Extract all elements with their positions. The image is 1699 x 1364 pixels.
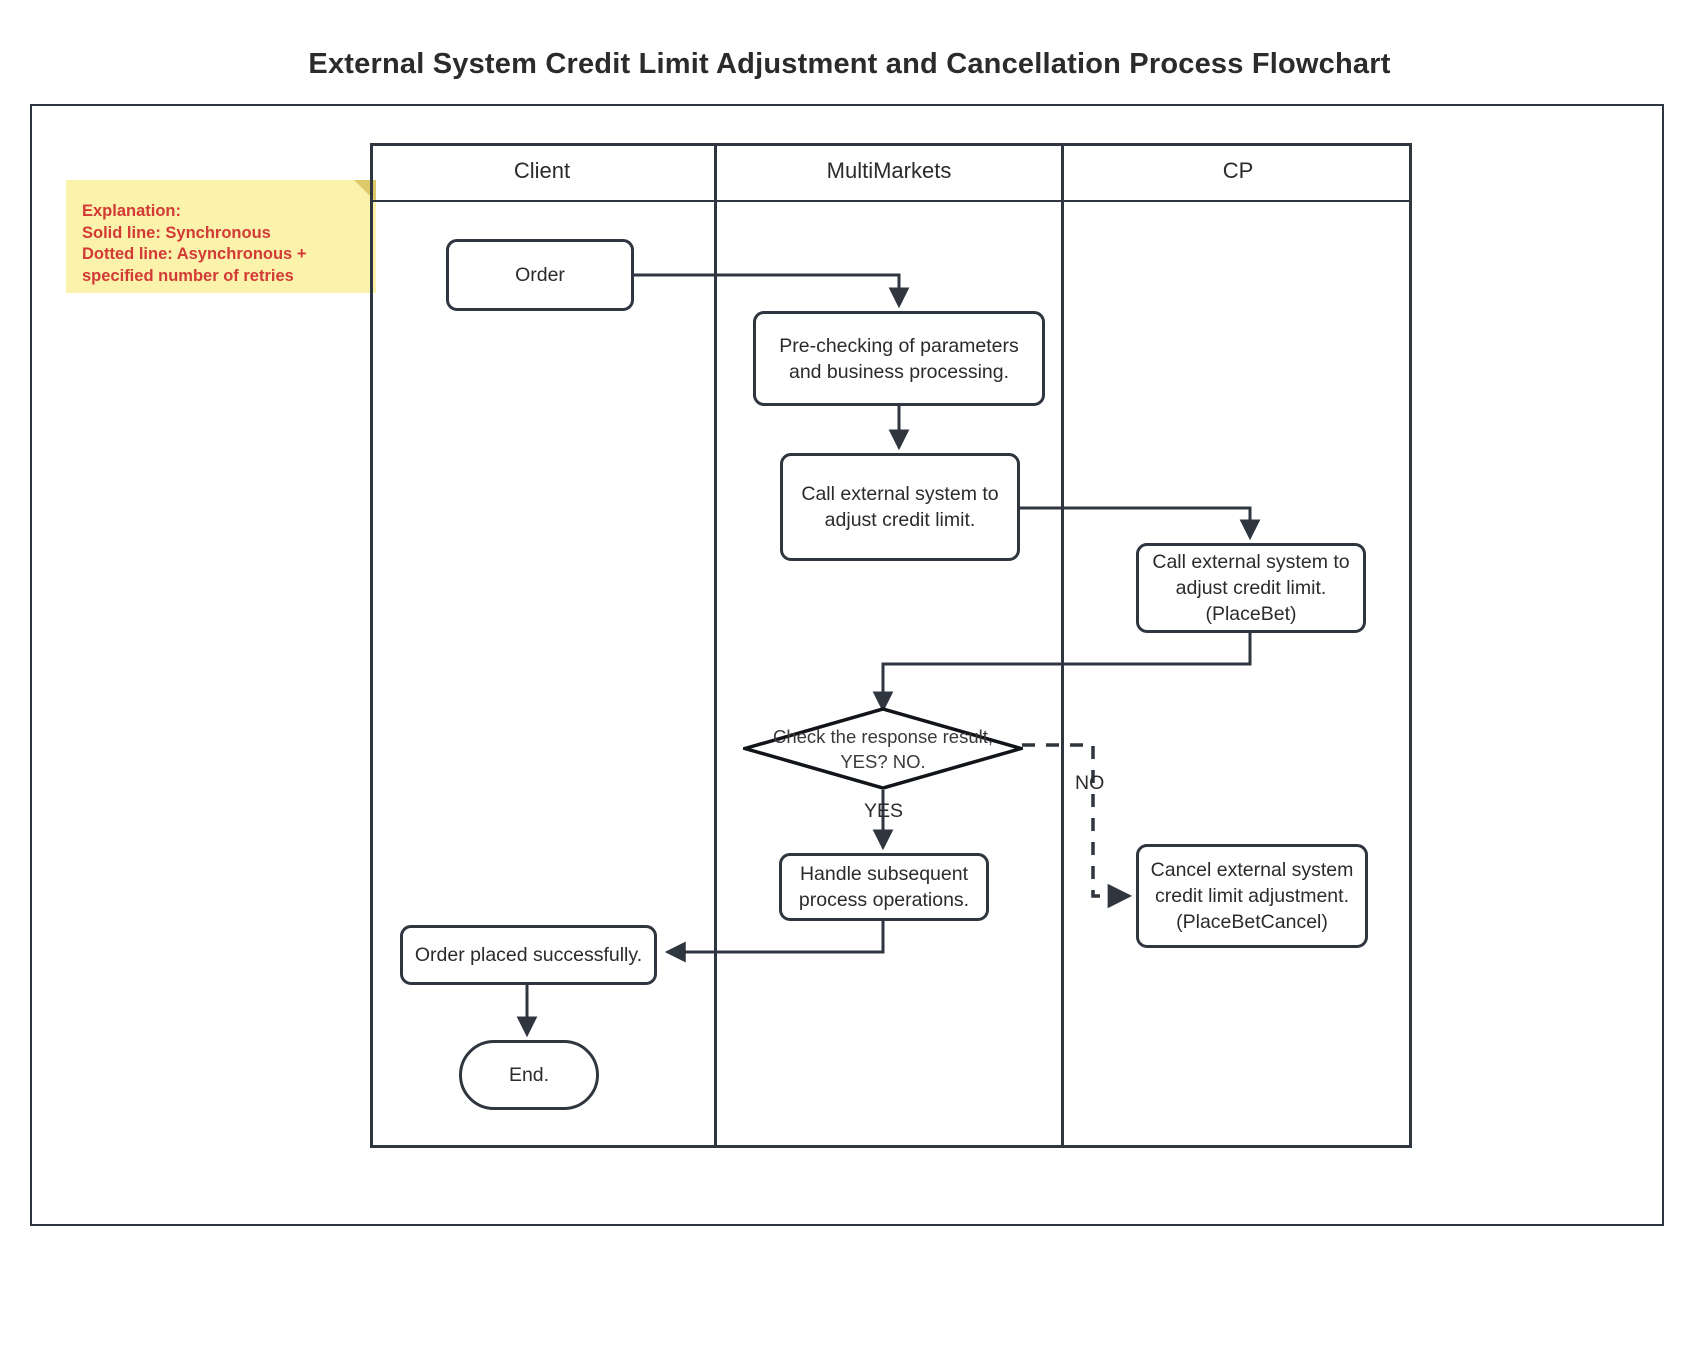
decision-diamond-shape — [743, 707, 1023, 790]
note-line-dotted: Dotted line: Asynchronous + specified nu… — [82, 245, 307, 285]
lane-header-multimarkets: MultiMarkets — [826, 158, 952, 183]
explanation-note: Explanation: Solid line: Synchronous Dot… — [66, 180, 376, 293]
lane-divider-client-multimarkets — [714, 143, 717, 1148]
page-title: External System Credit Limit Adjustment … — [308, 48, 1391, 80]
node-order[interactable]: Order — [446, 239, 634, 311]
lane-divider-multimarkets-cp — [1061, 143, 1064, 1148]
node-call-adjust[interactable]: Call external system to adjust credit li… — [780, 453, 1020, 561]
node-end[interactable]: End. — [459, 1040, 599, 1110]
edge-label-no: NO — [1075, 772, 1105, 794]
note-line-solid: Solid line: Synchronous — [82, 223, 271, 242]
node-order-placed-successfully[interactable]: Order placed successfully. — [400, 925, 657, 985]
node-placebet[interactable]: Call external system to adjust credit li… — [1136, 543, 1366, 633]
node-handle-subsequent[interactable]: Handle subsequent process operations. — [779, 853, 989, 921]
lane-header-rule — [370, 200, 1412, 202]
node-check-decision[interactable]: Check the response result, YES? NO. — [743, 707, 1023, 790]
edge-label-yes: YES — [864, 800, 904, 822]
lane-header-cp: CP — [1222, 158, 1254, 183]
node-precheck[interactable]: Pre-checking of parameters and business … — [753, 311, 1045, 406]
note-line-title: Explanation: — [82, 202, 182, 220]
lane-header-client: Client — [513, 158, 571, 183]
node-cancel-placebetcancel[interactable]: Cancel external system credit limit adju… — [1136, 844, 1368, 948]
swimlane-frame — [370, 143, 1412, 1148]
